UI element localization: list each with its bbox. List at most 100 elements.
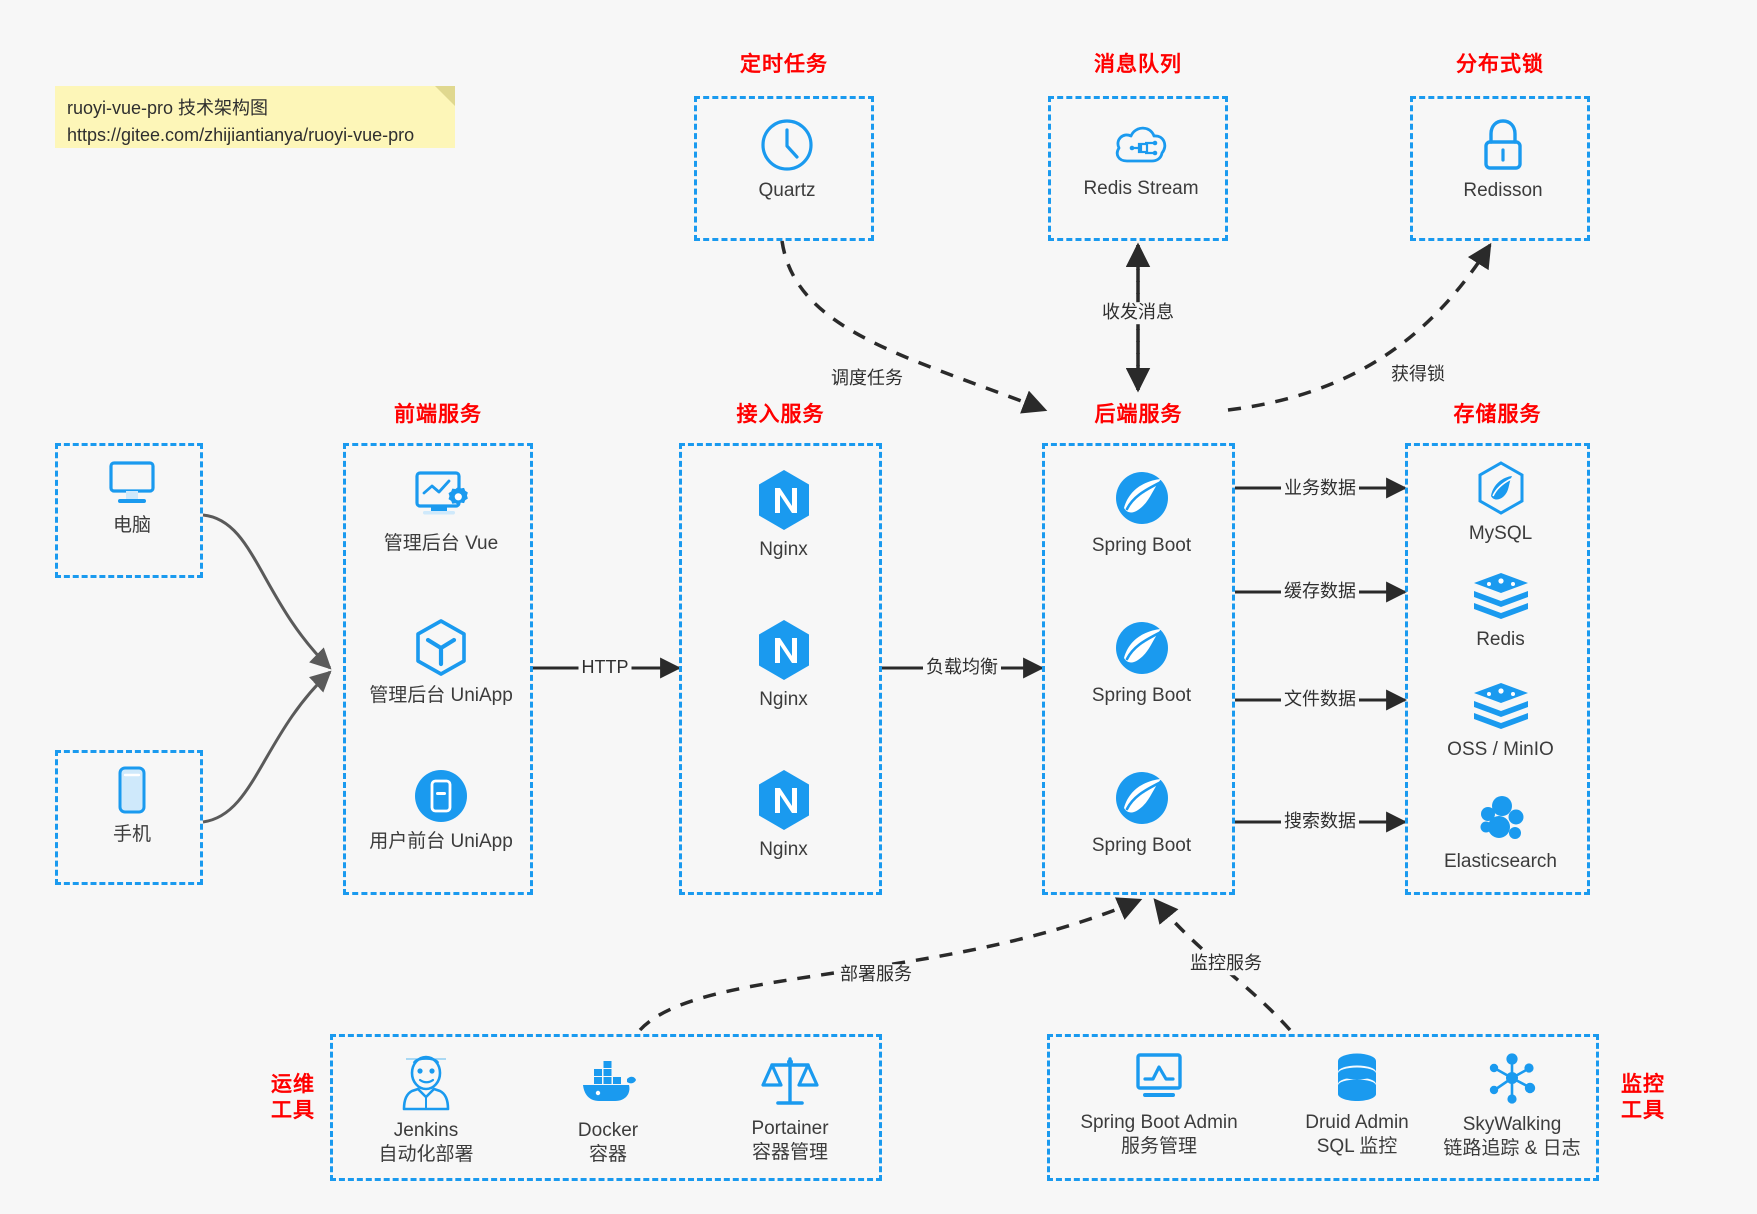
- node-sublabel: 链路追踪 & 日志: [1443, 1137, 1581, 1159]
- node-sublabel: 自动化部署: [378, 1143, 474, 1165]
- node-spring-boot-admin[interactable]: Spring Boot Admin 服务管理: [1056, 1051, 1262, 1159]
- node-redisson[interactable]: Redisson: [1413, 117, 1593, 203]
- node-springboot-2[interactable]: Spring Boot: [1045, 618, 1238, 708]
- dashboard-gear-icon: [411, 468, 471, 526]
- node-phone[interactable]: 手机: [58, 765, 206, 847]
- node-quartz[interactable]: Quartz: [697, 117, 877, 203]
- monitor-title-line2: 工具: [1621, 1099, 1665, 1123]
- node-label: Elasticsearch: [1444, 851, 1557, 872]
- node-label: Spring Boot: [1091, 535, 1192, 556]
- node-label: SkyWalking: [1462, 1114, 1562, 1135]
- docker-whale-icon: [577, 1051, 639, 1113]
- node-label: Redis: [1476, 629, 1525, 650]
- group-title-devops-tools: 运维 工具: [258, 1072, 328, 1125]
- group-phone: 手机: [55, 750, 203, 885]
- node-sublabel: 容器: [588, 1143, 627, 1165]
- group-title-message-queue: 消息队列: [1094, 53, 1182, 76]
- note-url: https://gitee.com/zhijiantianya/ruoyi-vu…: [67, 125, 415, 145]
- edge-label-load-balance: 负载均衡: [923, 657, 1001, 679]
- node-admin-vue[interactable]: 管理后台 Vue: [346, 468, 536, 556]
- group-title-storage-service: 存储服务: [1453, 403, 1542, 426]
- uniapp-cube-icon: [413, 618, 469, 678]
- node-label: Druid Admin: [1305, 1112, 1409, 1133]
- group-title-monitor-tools: 监控 工具: [1608, 1072, 1678, 1125]
- edge-label-file-data: 文件数据: [1281, 689, 1359, 711]
- edge-label-http: HTTP: [578, 657, 632, 679]
- node-nginx-3[interactable]: Nginx: [682, 768, 885, 862]
- node-redis[interactable]: Redis: [1408, 572, 1593, 652]
- group-title-distributed-lock: 分布式锁: [1456, 53, 1544, 76]
- group-title-backend-service: 后端服务: [1094, 403, 1183, 426]
- node-springboot-3[interactable]: Spring Boot: [1045, 768, 1238, 858]
- node-label: Portainer: [751, 1118, 829, 1139]
- monitor-title-line1: 监控: [1621, 1073, 1665, 1096]
- node-sublabel: SQL 监控: [1316, 1135, 1398, 1157]
- node-label: Redis Stream: [1083, 178, 1199, 199]
- node-mysql[interactable]: MySQL: [1408, 460, 1593, 546]
- node-label: Nginx: [759, 689, 808, 710]
- node-jenkins[interactable]: Jenkins 自动化部署: [341, 1051, 511, 1167]
- database-cylinder-icon: [1331, 1051, 1383, 1105]
- node-label: 管理后台 Vue: [383, 533, 499, 554]
- app-phone-icon: [413, 768, 469, 824]
- diagram-note: ruoyi-vue-pro 技术架构图 https://gitee.com/zh…: [55, 86, 455, 148]
- group-computer: 电脑: [55, 443, 203, 578]
- nginx-icon: [755, 618, 813, 682]
- node-label: 管理后台 UniApp: [369, 685, 513, 706]
- node-label: 用户前台 UniApp: [369, 831, 513, 852]
- group-distributed-lock: Redisson: [1410, 96, 1590, 241]
- edge-label-send-receive-message: 收发消息: [1099, 302, 1177, 324]
- clock-icon: [759, 117, 815, 173]
- group-title-frontend-service: 前端服务: [394, 403, 482, 426]
- node-redis-stream[interactable]: Redis Stream: [1051, 119, 1231, 201]
- node-label: Spring Boot Admin: [1080, 1112, 1238, 1133]
- node-label: Spring Boot: [1091, 835, 1192, 856]
- edge-label-monitor-service: 监控服务: [1187, 953, 1265, 975]
- group-message-queue: Redis Stream: [1048, 96, 1228, 241]
- node-label: 电脑: [112, 515, 151, 536]
- node-label: Jenkins: [393, 1120, 459, 1141]
- node-label: OSS / MinIO: [1447, 739, 1554, 760]
- group-gateway-service: Nginx Nginx Nginx: [679, 443, 882, 895]
- note-title: ruoyi-vue-pro 技术架构图: [67, 98, 269, 118]
- oss-stack-icon: [1472, 682, 1530, 732]
- node-label: Spring Boot: [1091, 685, 1192, 706]
- node-springboot-1[interactable]: Spring Boot: [1045, 468, 1238, 558]
- node-user-uniapp[interactable]: 用户前台 UniApp: [346, 768, 536, 854]
- node-computer[interactable]: 电脑: [58, 458, 206, 538]
- edge-label-acquire-lock: 获得锁: [1388, 364, 1448, 386]
- edge-label-business-data: 业务数据: [1281, 478, 1359, 500]
- nginx-icon: [755, 468, 813, 532]
- nginx-icon: [755, 768, 813, 832]
- node-admin-uniapp[interactable]: 管理后台 UniApp: [346, 618, 536, 708]
- node-label: Redisson: [1463, 180, 1543, 201]
- node-label: Quartz: [758, 180, 816, 201]
- spring-boot-icon: [1112, 618, 1172, 678]
- elasticsearch-icon: [1475, 794, 1527, 844]
- group-scheduled-task: Quartz: [694, 96, 874, 241]
- node-skywalking[interactable]: SkyWalking 链路追踪 & 日志: [1422, 1051, 1602, 1161]
- spring-boot-icon: [1112, 768, 1172, 828]
- monitor-chart-icon: [1130, 1051, 1188, 1105]
- node-sublabel: 服务管理: [1120, 1135, 1197, 1157]
- node-label: MySQL: [1468, 523, 1533, 544]
- edge-label-deploy-service: 部署服务: [837, 964, 915, 986]
- devops-title-line2: 工具: [271, 1099, 315, 1123]
- node-label: Docker: [577, 1120, 639, 1141]
- node-portainer[interactable]: Portainer 容器管理: [705, 1051, 875, 1165]
- node-druid-admin[interactable]: Druid Admin SQL 监控: [1272, 1051, 1442, 1159]
- note-fold-corner: [435, 86, 455, 106]
- node-elasticsearch[interactable]: Elasticsearch: [1408, 794, 1593, 874]
- jenkins-butler-icon: [398, 1051, 454, 1113]
- redis-stack-icon: [1472, 572, 1530, 622]
- mobile-phone-icon: [112, 765, 152, 817]
- node-oss-minio[interactable]: OSS / MinIO: [1408, 682, 1593, 762]
- node-docker[interactable]: Docker 容器: [523, 1051, 693, 1167]
- spring-boot-icon: [1112, 468, 1172, 528]
- group-storage-service: MySQL Redis: [1405, 443, 1590, 895]
- group-devops-tools: Jenkins 自动化部署: [330, 1034, 882, 1181]
- node-nginx-1[interactable]: Nginx: [682, 468, 885, 562]
- edge-label-schedule-task: 调度任务: [828, 368, 906, 390]
- node-nginx-2[interactable]: Nginx: [682, 618, 885, 712]
- group-frontend-service: 管理后台 Vue 管理后台 UniApp 用户前台 UniApp: [343, 443, 533, 895]
